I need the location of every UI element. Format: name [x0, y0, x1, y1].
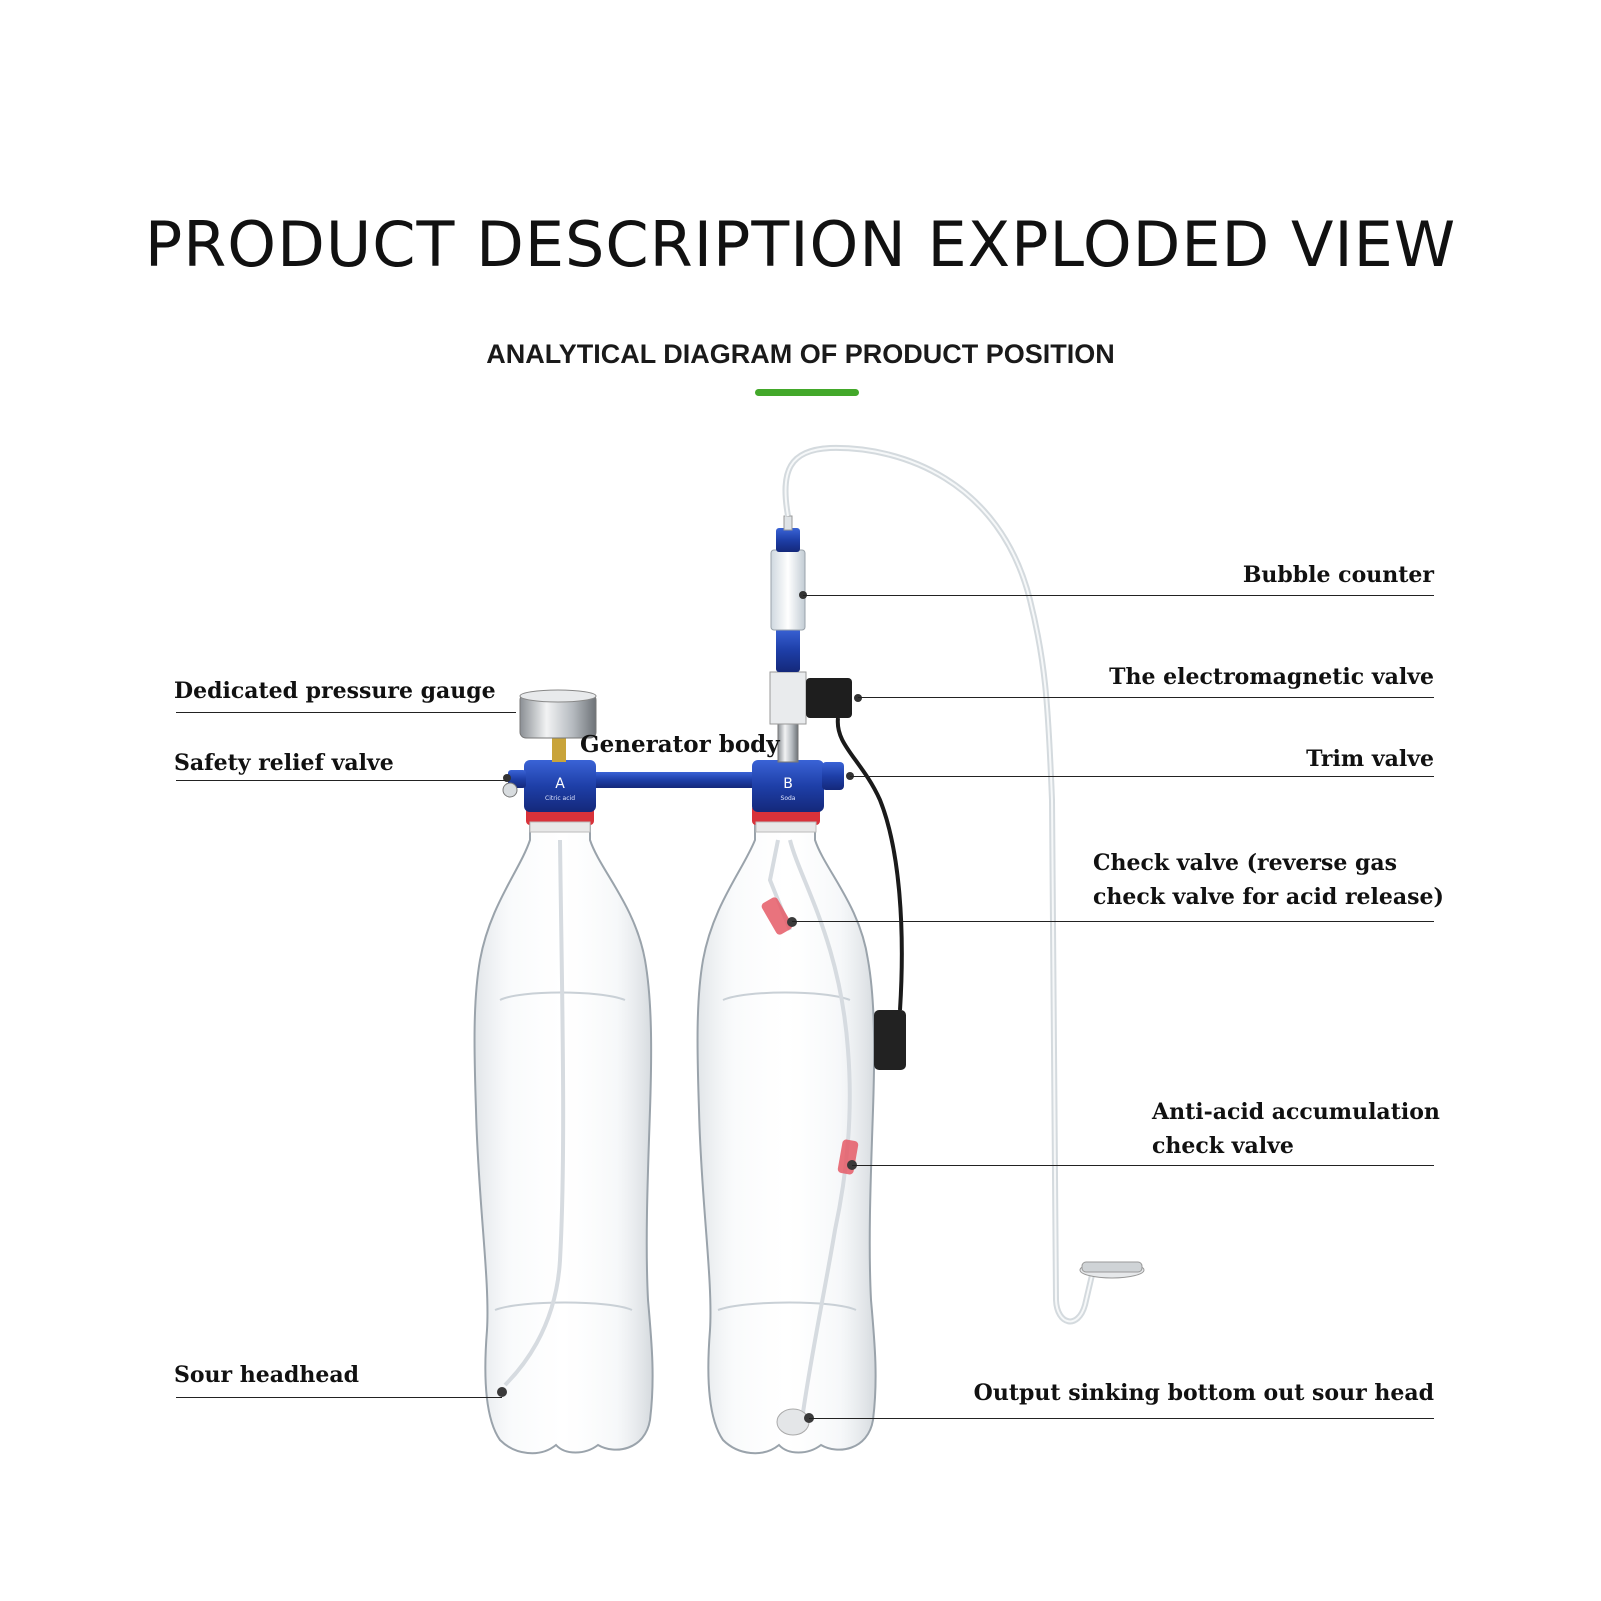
- label-pressure-gauge: Dedicated pressure gauge: [174, 678, 496, 704]
- generator-body: A Citric acid B Soda: [508, 760, 844, 812]
- accent-bar: [755, 389, 859, 396]
- page-title: PRODUCT DESCRIPTION EXPLODED VIEW: [144, 208, 1457, 281]
- bottle-b-letter: B: [783, 776, 793, 792]
- label-trim-valve: Trim valve: [1306, 746, 1434, 772]
- bottle-b: [696, 805, 877, 1455]
- leader-trim-valve: [850, 776, 1434, 777]
- leader-safety-relief-valve: [176, 780, 506, 781]
- label-bubble-counter: Bubble counter: [1242, 562, 1434, 588]
- bottle-a-caption: Citric acid: [545, 795, 575, 802]
- leader-bubble-counter: [803, 595, 1434, 596]
- label-electromagnetic-valve: The electromagnetic valve: [1109, 664, 1434, 690]
- label-sour-headhead: Sour headhead: [174, 1362, 360, 1388]
- page-subtitle: ANALYTICAL DIAGRAM OF PRODUCT POSITION: [486, 339, 1115, 369]
- leader-output-sinking-head: [809, 1418, 1434, 1419]
- leader-sour-headhead: [176, 1397, 502, 1398]
- leader-anti-acid-check-valve: [852, 1165, 1434, 1166]
- label-anti-acid-check-valve: Anti-acid accumulation check valve: [1152, 1099, 1440, 1159]
- bottle-b-caption: Soda: [781, 795, 796, 802]
- label-output-sinking-head: Output sinking bottom out sour head: [973, 1380, 1434, 1406]
- leader-pressure-gauge: [176, 712, 516, 713]
- label-safety-relief-valve: Safety relief valve: [174, 750, 394, 776]
- leader-electromagnetic-valve: [858, 697, 1434, 698]
- label-check-valve: Check valve (reverse gas check valve for…: [1093, 850, 1444, 910]
- safety-relief-valve-part: [502, 774, 518, 798]
- output-tube: [782, 444, 1145, 1325]
- valve-stack: [769, 515, 906, 1070]
- pressure-gauge-part: [519, 689, 597, 762]
- label-generator-body: Generator body: [580, 731, 780, 758]
- bottle-a: [473, 805, 654, 1455]
- bottle-a-letter: A: [555, 776, 565, 792]
- leader-check-valve: [792, 921, 1434, 922]
